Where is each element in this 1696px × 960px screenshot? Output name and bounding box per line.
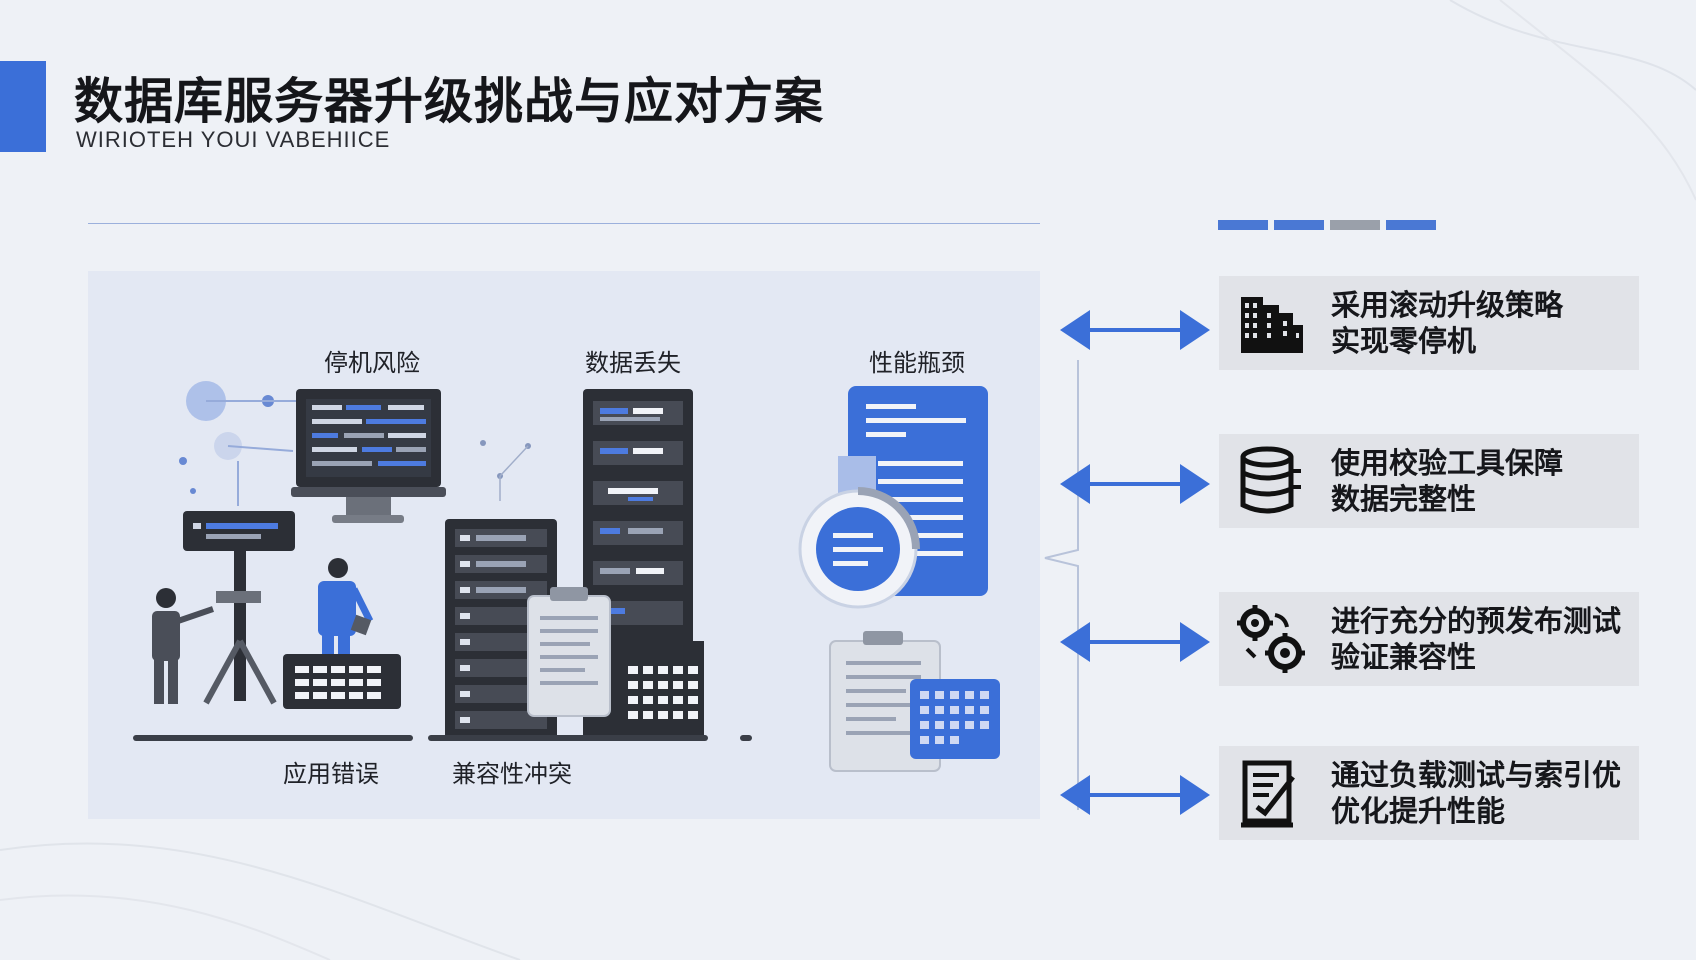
double-arrow-icon	[1060, 622, 1210, 662]
desk-illustration	[283, 654, 401, 709]
clipboard-illustration	[527, 587, 611, 717]
title-accent-bar	[0, 61, 46, 152]
ground-line	[133, 735, 413, 741]
header-divider	[88, 223, 1040, 224]
double-arrow-icon	[1060, 775, 1210, 815]
solution-line1: 通过负载测试与索引优	[1331, 758, 1622, 792]
gears-icon	[1237, 605, 1305, 673]
person-figure	[152, 588, 214, 704]
bracket-connector	[1044, 360, 1079, 810]
document-illustration	[798, 386, 988, 609]
progress-segment	[1218, 220, 1268, 230]
challenge-label-downtime: 停机风险	[324, 349, 420, 377]
solution-card-prerelease-testing: 进行充分的预发布测试 验证兼容性	[1219, 592, 1639, 686]
progress-segment	[1330, 220, 1380, 230]
monitor-illustration	[291, 389, 446, 523]
solution-line1: 使用校验工具保障	[1331, 446, 1564, 480]
challenge-label-data-loss: 数据丢失	[585, 349, 681, 377]
solution-line1: 采用滚动升级策略	[1331, 288, 1564, 322]
challenge-label-compat: 兼容性冲突	[452, 760, 572, 788]
sign-post-illustration	[183, 511, 295, 705]
building-icon	[1241, 297, 1303, 353]
network-dots	[179, 381, 531, 506]
report-illustration	[829, 631, 1000, 772]
challenge-label-app-errors: 应用错误	[283, 760, 379, 788]
page-title: 数据库服务器升级挑战与应对方案	[74, 73, 825, 130]
data-block	[616, 641, 704, 741]
double-arrow-icon	[1060, 464, 1210, 504]
solution-line2: 实现零停机	[1331, 324, 1477, 358]
challenges-illustration	[133, 381, 1000, 772]
solution-line2: 数据完整性	[1331, 482, 1477, 516]
double-arrow-icon	[1060, 310, 1210, 350]
solution-line1: 进行充分的预发布测试	[1331, 604, 1622, 638]
page-subtitle: WIRIOTEH YOUI VABEHIICE	[76, 127, 391, 152]
progress-indicator	[1218, 220, 1436, 230]
challenge-label-performance: 性能瓶颈	[869, 349, 965, 377]
checklist-icon	[1241, 760, 1295, 828]
progress-segment	[1386, 220, 1436, 230]
solution-line2: 优化提升性能	[1331, 794, 1506, 828]
progress-segment	[1274, 220, 1324, 230]
ground-line	[428, 735, 708, 741]
solution-line2: 验证兼容性	[1331, 640, 1477, 674]
ground-line	[740, 735, 752, 741]
solution-card-rolling-upgrade: 采用滚动升级策略 实现零停机	[1219, 276, 1639, 370]
database-icon	[1240, 446, 1301, 514]
solution-card-load-testing: 通过负载测试与索引优 优化提升性能	[1219, 746, 1639, 840]
solution-card-data-integrity: 使用校验工具保障 数据完整性	[1219, 434, 1639, 528]
